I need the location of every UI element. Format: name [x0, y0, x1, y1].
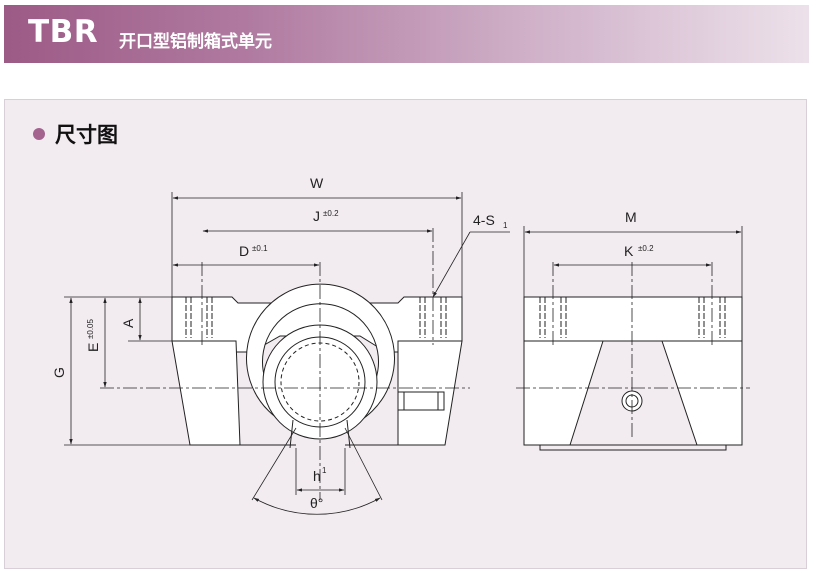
label-M: M: [625, 209, 637, 225]
product-code: TBR: [28, 14, 99, 50]
label-A: A: [120, 318, 136, 328]
bullet-icon: [33, 128, 45, 140]
front-left-leg: [171, 340, 241, 446]
label-E: E: [85, 343, 101, 352]
side-hole-left: [539, 297, 567, 338]
label-E-tolerance: ±0.05: [86, 318, 95, 339]
section-title: 尺寸图: [55, 123, 118, 147]
front-view: [100, 228, 470, 500]
side-top-block: [523, 296, 743, 342]
label-D-tolerance: ±0.1: [252, 244, 268, 253]
label-D: D: [239, 243, 249, 259]
label-G: G: [51, 367, 67, 378]
label-4-S: 4-S: [473, 212, 495, 228]
mount-hole-left: [185, 297, 213, 338]
front-dimensions: [64, 192, 510, 515]
side-base: [539, 445, 727, 451]
mount-hole-right: [419, 297, 447, 338]
product-title: 开口型铝制箱式单元: [119, 32, 272, 52]
label-S-subscript: 1: [503, 221, 508, 230]
label-J-tolerance: ±0.2: [323, 209, 339, 218]
label-W: W: [310, 175, 324, 191]
set-screw: [397, 391, 445, 411]
label-K: K: [624, 243, 634, 259]
title-banner: TBR 开口型铝制箱式单元: [4, 5, 809, 63]
side-view: [516, 262, 750, 451]
label-h-superscript: 1: [322, 466, 327, 475]
side-hole-right: [698, 297, 726, 338]
label-J: J: [313, 208, 320, 224]
label-theta: θ°: [310, 495, 323, 511]
label-h: h: [313, 468, 321, 484]
label-K-tolerance: ±0.2: [638, 244, 654, 253]
side-dimensions: [523, 226, 743, 297]
